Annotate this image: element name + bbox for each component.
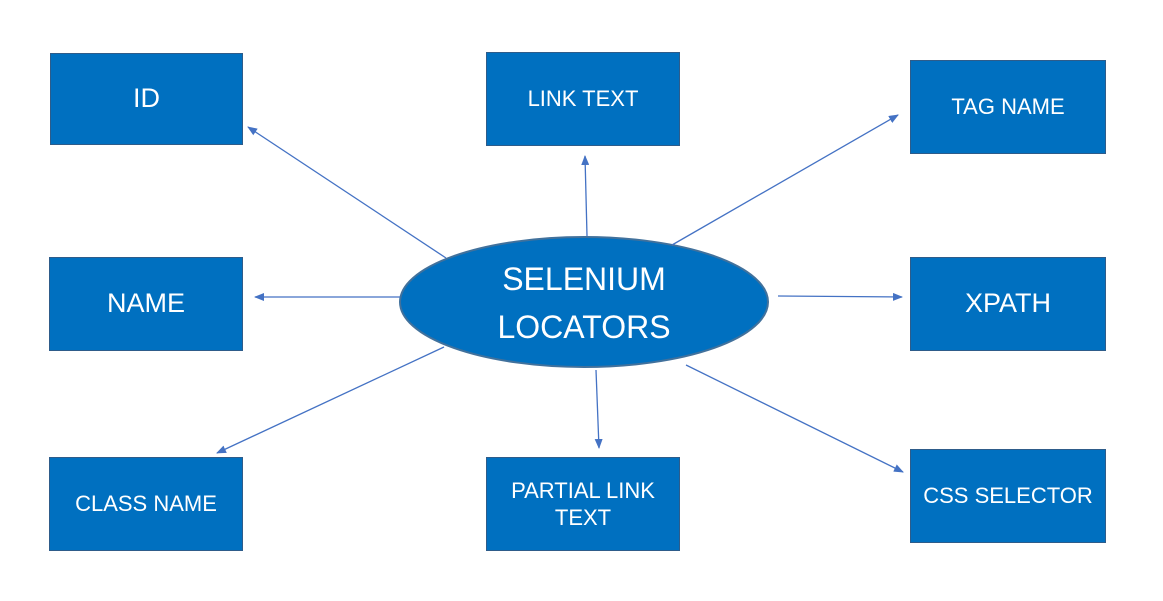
- arrow-to-partial-link-text: [594, 369, 603, 449]
- arrow-to-css-selector: [685, 364, 904, 473]
- node-link-text-label: LINK TEXT: [527, 86, 639, 112]
- node-name-label: NAME: [106, 288, 185, 319]
- node-xpath: XPATH: [910, 257, 1106, 351]
- node-partial-link-text-line1: PARTIAL LINK: [511, 477, 655, 503]
- node-partial-link-text-line2: TEXT: [554, 505, 612, 530]
- center-label-line2: LOCATORS: [497, 308, 671, 345]
- arrow-to-id: [247, 126, 447, 259]
- node-class-name: CLASS NAME: [49, 457, 243, 551]
- center-label-line1: SELENIUM: [502, 260, 666, 297]
- node-partial-link-text: PARTIAL LINK TEXT: [486, 457, 680, 551]
- node-link-text: LINK TEXT: [486, 52, 680, 146]
- arrow-to-class-name: [216, 346, 445, 454]
- node-xpath-label: XPATH: [964, 288, 1051, 319]
- center-ellipse: [399, 236, 769, 368]
- arrow-to-link-text: [581, 155, 590, 237]
- node-css-selector: CSS SELECTOR: [910, 449, 1106, 543]
- arrow-to-xpath: [777, 292, 903, 301]
- node-tag-name-label: TAG NAME: [951, 94, 1065, 120]
- node-id: ID: [50, 53, 243, 145]
- arrow-to-tag-name: [671, 114, 899, 246]
- node-name: NAME: [49, 257, 243, 351]
- node-css-selector-label: CSS SELECTOR: [923, 483, 1093, 509]
- node-class-name-label: CLASS NAME: [75, 491, 217, 517]
- center-label: SELENIUM LOCATORS: [400, 237, 768, 368]
- node-id-label: ID: [133, 83, 160, 114]
- node-tag-name: TAG NAME: [910, 60, 1106, 154]
